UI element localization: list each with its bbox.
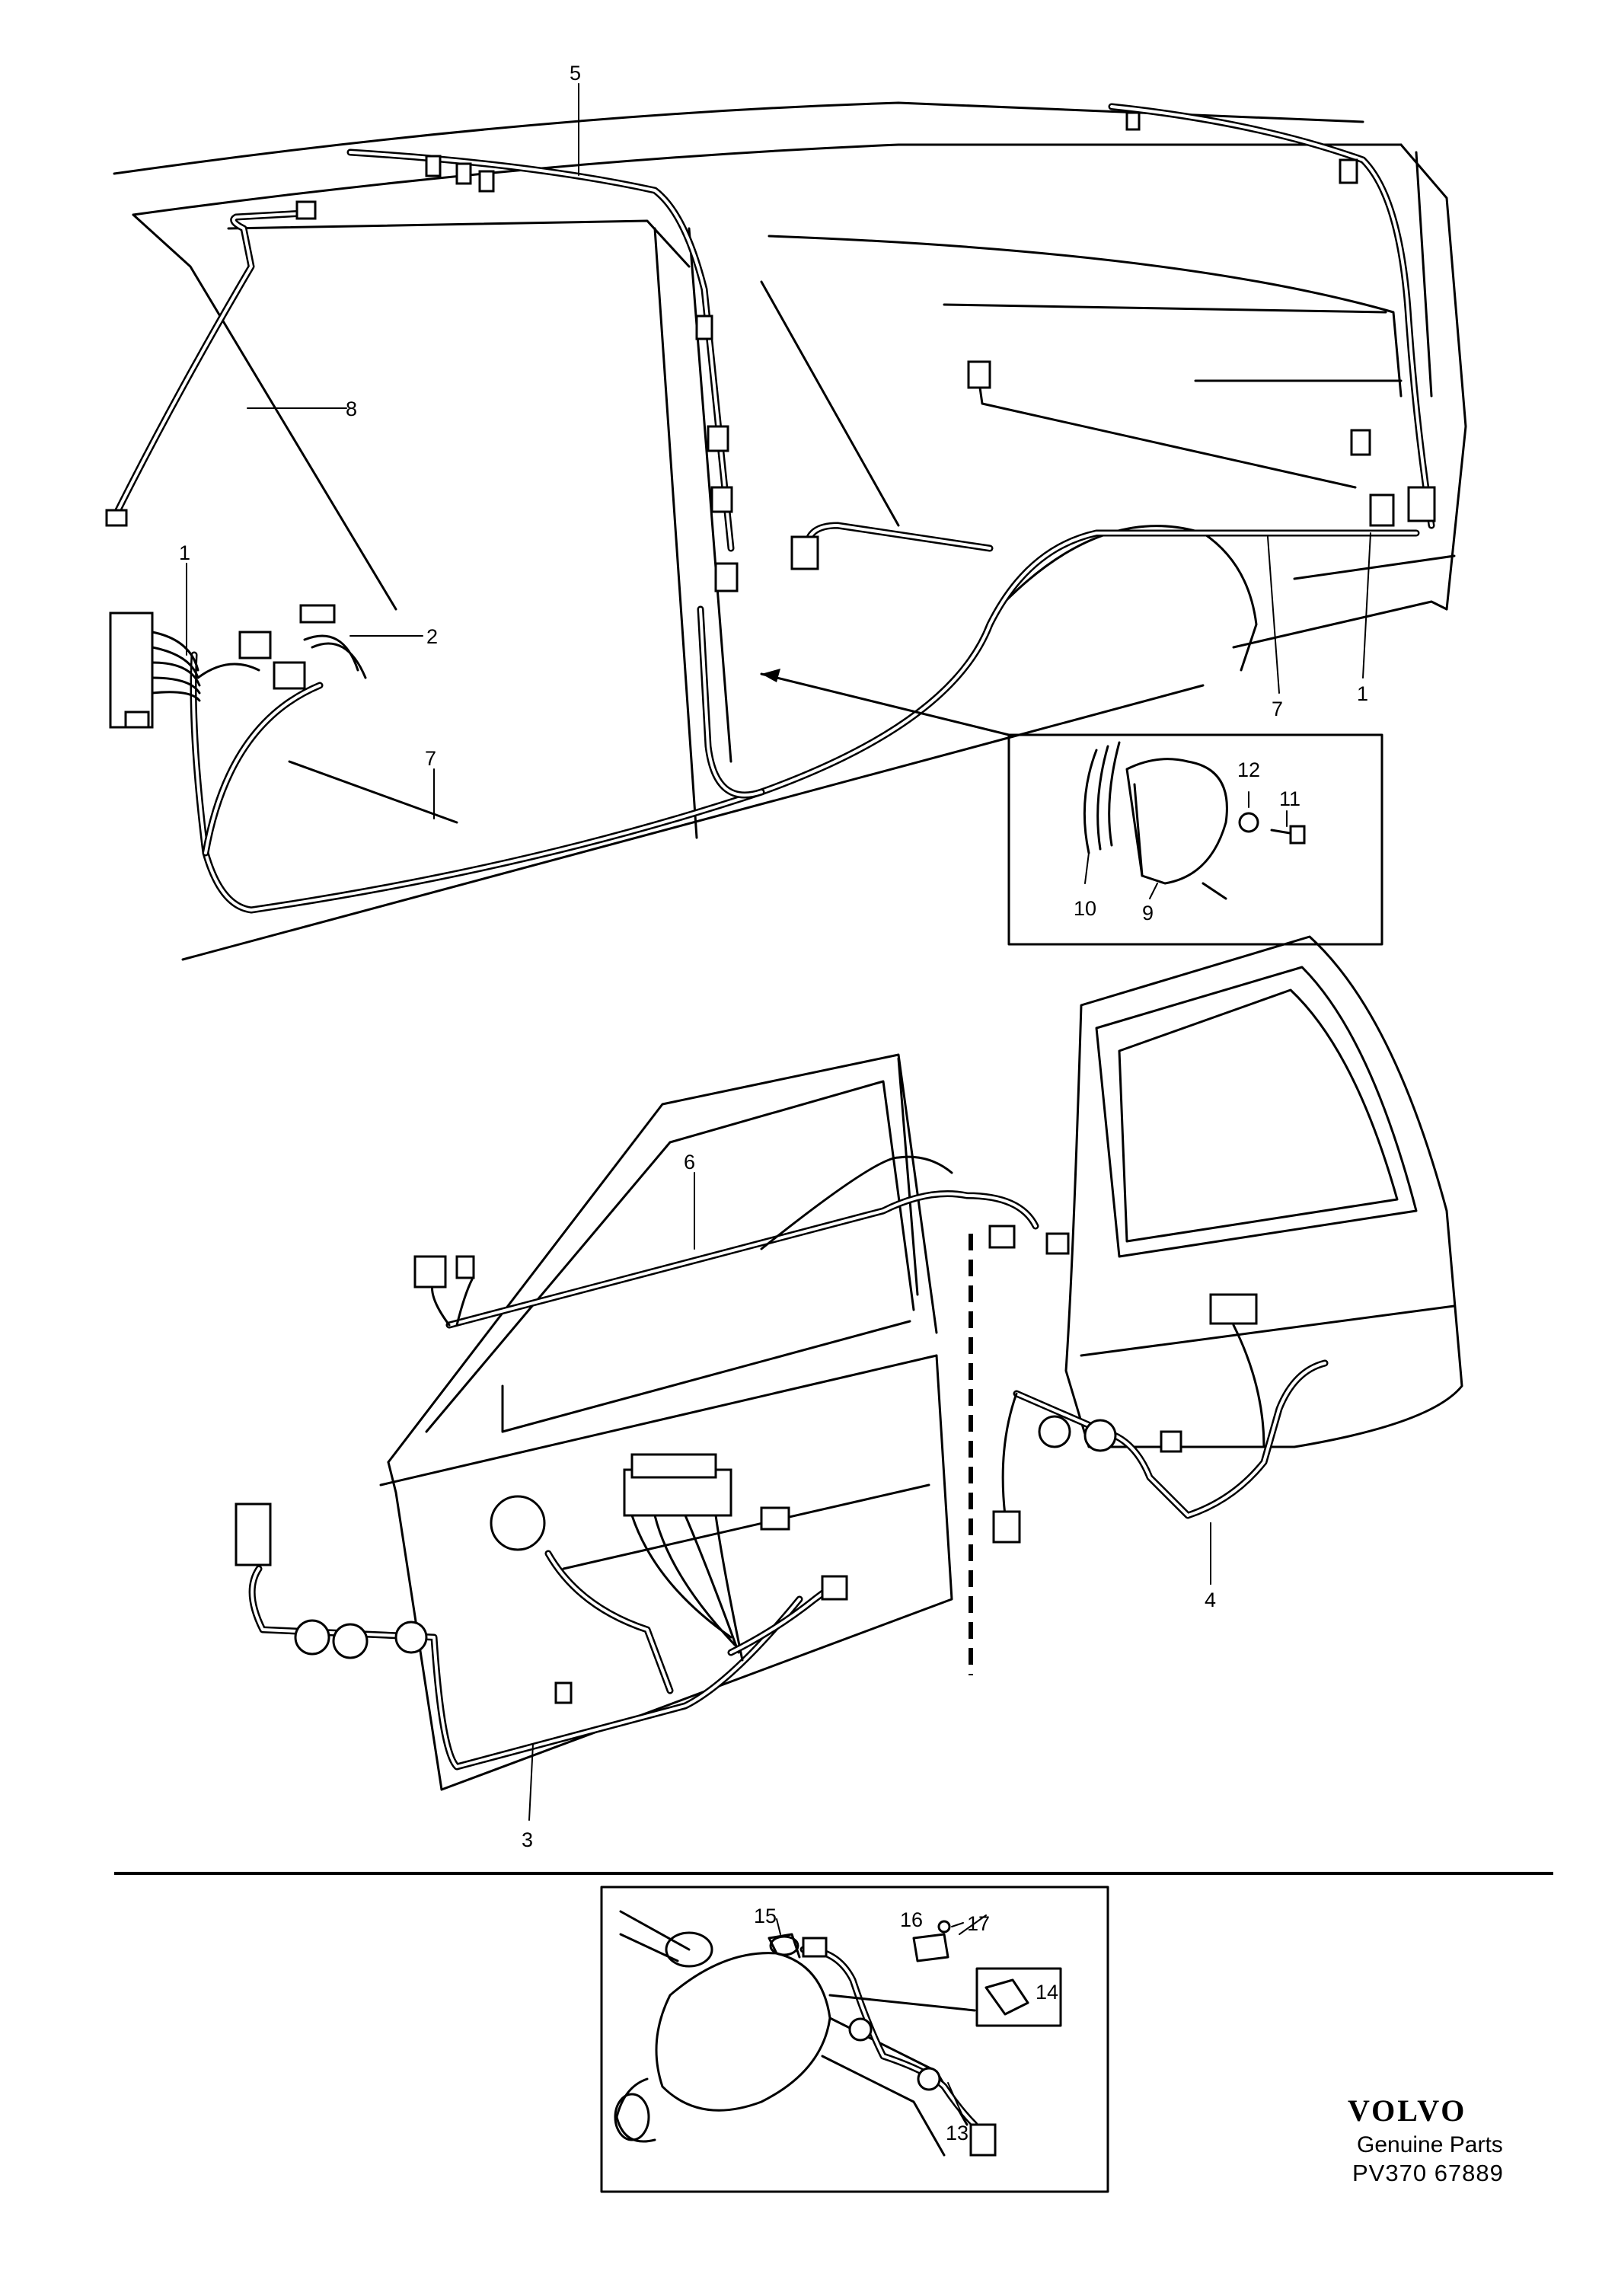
roof-harness-5 [346, 148, 739, 592]
harness-8-windshield [105, 200, 317, 527]
callout-14: 14 [1036, 1981, 1058, 2004]
callout-9: 9 [1142, 902, 1154, 924]
callout-7-front: 7 [425, 747, 436, 770]
callout-leaders [186, 83, 1371, 2118]
genuine-parts-label: Genuine Parts [1357, 2132, 1503, 2157]
callout-1-front: 1 [179, 541, 190, 564]
diagram-code: PV370 67889 [1352, 2160, 1504, 2186]
differential-inset [600, 1886, 1109, 2193]
callout-16: 16 [900, 1908, 923, 1931]
callout-17: 17 [967, 1912, 990, 1935]
callout-7-rear: 7 [1272, 698, 1283, 720]
callout-12: 12 [1237, 758, 1260, 781]
main-harness-1-fusebox-connector [109, 612, 306, 729]
door-harness-6 [413, 1155, 1070, 1329]
callout-5: 5 [570, 62, 581, 85]
callout-3: 3 [522, 1828, 533, 1851]
interior-lamp-wire [967, 360, 1357, 489]
brand-logo: VOLVO [1348, 2093, 1467, 2128]
callout-11: 11 [1279, 787, 1300, 810]
callout-15: 15 [754, 1905, 777, 1927]
rear-door-outline [1064, 935, 1463, 1448]
callout-8: 8 [346, 398, 357, 420]
roof-harness-rear [1108, 103, 1436, 529]
callout-6: 6 [684, 1151, 695, 1174]
callout-10: 10 [1074, 897, 1096, 920]
callout-4: 4 [1205, 1589, 1216, 1611]
callout-1-rear: 1 [1357, 682, 1368, 705]
main-harness-7-front [190, 522, 1420, 914]
door-harness-4 [992, 1293, 1329, 1585]
callout-13: 13 [946, 2122, 969, 2144]
callout-2: 2 [426, 625, 438, 648]
door-harness-3 [235, 1453, 848, 1771]
harness-2 [299, 604, 367, 679]
inset-box-grommet [760, 669, 1383, 946]
